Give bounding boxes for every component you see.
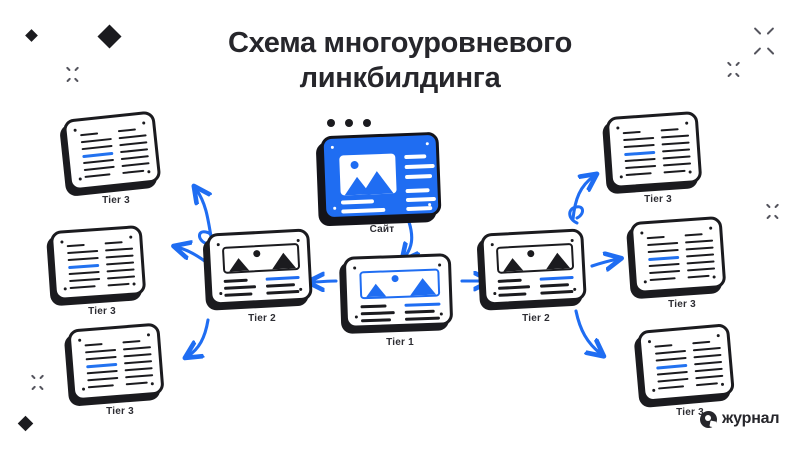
logo-mark-icon <box>700 410 717 428</box>
node-label: Сайт <box>369 224 395 235</box>
logo-wordmark: журнал <box>722 410 780 427</box>
node-label: Tier 2 <box>522 313 550 324</box>
node-tier2-right[interactable]: Tier 2 <box>480 228 590 329</box>
node-site[interactable]: Сайт <box>320 131 442 235</box>
screw-icon <box>493 291 497 296</box>
screw-icon <box>73 128 78 133</box>
screw-icon <box>146 333 151 337</box>
screw-icon <box>150 381 154 386</box>
screw-icon <box>353 266 357 270</box>
screw-icon <box>716 333 720 338</box>
tier2-card[interactable] <box>206 228 313 306</box>
node-label: Tier 3 <box>106 406 134 417</box>
screw-icon <box>333 206 337 210</box>
screw-icon <box>141 121 146 126</box>
page-title: Схема многоуровневого линкбилдинга <box>228 27 572 95</box>
screw-icon <box>78 338 82 343</box>
screw-icon <box>640 231 644 235</box>
screw-icon <box>652 388 656 393</box>
screw-icon <box>425 142 429 146</box>
brand-logo[interactable]: журнал <box>700 410 780 428</box>
tier3-card[interactable] <box>67 322 165 402</box>
screw-icon <box>132 282 136 286</box>
screw-icon <box>619 174 624 179</box>
screw-icon <box>78 176 83 181</box>
site-card[interactable] <box>320 131 442 221</box>
tier2-card[interactable] <box>480 228 587 306</box>
tier3-card[interactable] <box>637 323 735 403</box>
screw-icon <box>128 235 133 240</box>
image-placeholder-icon <box>495 242 575 274</box>
tier3-card[interactable] <box>49 224 147 302</box>
node-label: Tier 3 <box>676 407 704 418</box>
screw-icon <box>720 382 725 387</box>
screw-icon <box>570 238 574 243</box>
sparkle-decoration <box>66 66 79 83</box>
screw-icon <box>439 312 443 316</box>
node-tier3[interactable]: Tier 3 <box>49 224 152 324</box>
screw-icon <box>81 387 86 391</box>
node-tier3[interactable]: Tier 3 <box>62 110 166 211</box>
node-tier3[interactable]: Tier 3 <box>605 110 708 210</box>
screw-icon <box>354 315 359 319</box>
diamond-decoration <box>97 24 122 49</box>
screw-icon <box>647 339 652 344</box>
tier3-card[interactable] <box>62 110 162 192</box>
tier3-card[interactable] <box>629 215 727 295</box>
node-label: Tier 3 <box>102 195 130 206</box>
tier3-card[interactable] <box>605 110 703 190</box>
screw-icon <box>684 121 689 126</box>
status-dot <box>363 119 371 127</box>
sparkle-decoration <box>31 374 44 391</box>
sparkle-decoration <box>766 203 779 220</box>
node-tier3[interactable]: Tier 3 <box>629 215 732 315</box>
node-label: Tier 3 <box>644 194 672 205</box>
screw-icon <box>437 263 442 267</box>
screw-icon <box>330 145 335 150</box>
image-placeholder-icon <box>221 242 301 274</box>
tier1-card[interactable] <box>342 253 454 329</box>
diamond-decoration <box>17 415 34 432</box>
sparkle-decoration <box>727 61 740 78</box>
status-dot <box>345 119 353 127</box>
node-tier3[interactable]: Tier 3 <box>67 322 170 422</box>
node-label: Tier 2 <box>248 313 276 324</box>
screw-icon <box>708 226 713 231</box>
diamond-decoration <box>25 29 38 42</box>
screw-icon <box>296 238 300 243</box>
status-dot <box>327 119 335 127</box>
node-label: Tier 1 <box>386 337 414 348</box>
screw-icon <box>643 279 648 284</box>
screw-icon <box>712 275 716 279</box>
node-tier1[interactable]: Tier 1 <box>342 253 456 353</box>
screw-icon <box>63 286 68 291</box>
node-label: Tier 3 <box>668 299 696 310</box>
node-label: Tier 3 <box>88 306 116 317</box>
image-placeholder-icon <box>339 153 397 196</box>
screw-icon <box>60 240 64 244</box>
screw-icon <box>490 243 495 247</box>
node-tier3[interactable]: Tier 3 <box>637 323 740 423</box>
screw-icon <box>688 170 692 174</box>
screw-icon <box>616 126 620 130</box>
node-tier2-left[interactable]: Tier 2 <box>206 228 316 329</box>
image-placeholder-icon <box>359 268 441 300</box>
screw-icon <box>216 243 221 247</box>
screw-icon <box>219 291 223 296</box>
screw-icon <box>146 169 151 174</box>
sparkle-decoration <box>753 27 775 55</box>
